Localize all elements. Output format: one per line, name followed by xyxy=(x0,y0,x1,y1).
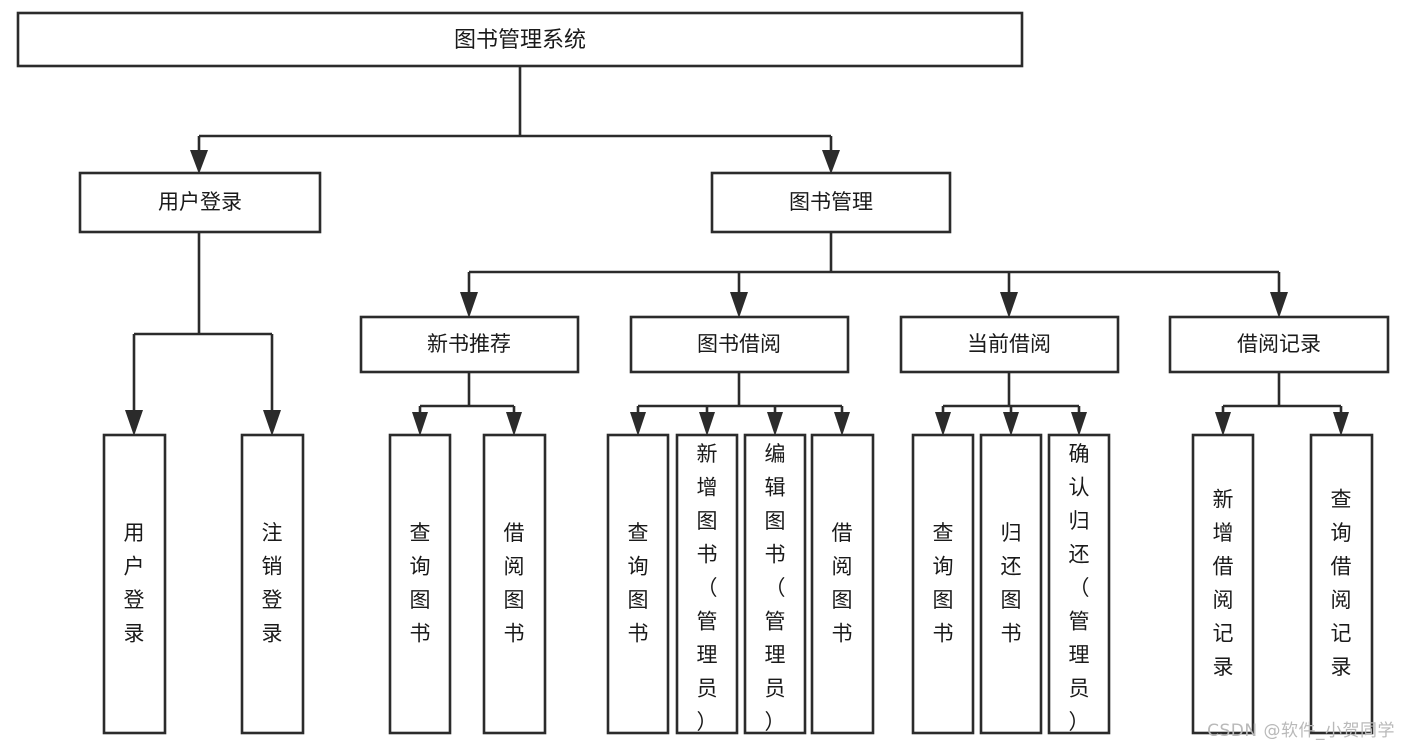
leaf-query-book-2-label: 查询图书 xyxy=(628,521,649,646)
leaf-query-book-2-box[interactable] xyxy=(606,433,670,735)
leaf-add-record[interactable]: 新增借阅记录 xyxy=(1191,433,1255,735)
leaf-add-record-box[interactable] xyxy=(1191,433,1255,735)
arrow-to-leaf-query-book-2 xyxy=(630,412,646,436)
node-borrow-record[interactable]: 借阅记录 xyxy=(1168,315,1390,374)
node-root[interactable]: 图书管理系统 xyxy=(16,11,1024,68)
leaf-query-record-box[interactable] xyxy=(1309,433,1374,735)
node-borrow-record-label: 借阅记录 xyxy=(1237,332,1321,356)
node-new-book-recommend-box[interactable] xyxy=(359,315,580,374)
leaf-query-book-1-label: 查询图书 xyxy=(410,521,431,646)
node-book-manage-box[interactable] xyxy=(710,171,952,234)
leaf-query-book-1-box[interactable] xyxy=(388,433,452,735)
node-current-borrow-box[interactable] xyxy=(899,315,1120,374)
arrow-to-leaf-return-book xyxy=(1003,412,1019,436)
arrow-to-leaf-query-record xyxy=(1333,412,1349,436)
arrow-to-new-book-recommend xyxy=(460,292,478,318)
leaf-query-record-label: 查询借阅记录 xyxy=(1331,487,1352,679)
leaf-user-login[interactable]: 用户登录 xyxy=(102,433,167,735)
leaf-return-book-box[interactable] xyxy=(979,433,1043,735)
arrow-to-leaf-query-book-1 xyxy=(412,412,428,436)
arrow-to-leaf-user-logout xyxy=(263,410,281,436)
arrow-to-borrow-record xyxy=(1270,292,1288,318)
node-user-login[interactable]: 用户登录 xyxy=(78,171,322,234)
arrow-to-book-manage xyxy=(822,150,840,174)
leaf-confirm-return[interactable]: 确认归还（管理员） xyxy=(1047,433,1111,735)
leaf-edit-book-box[interactable] xyxy=(743,433,807,735)
node-book-borrow[interactable]: 图书借阅 xyxy=(629,315,850,374)
leaf-user-login-label: 用户登录 xyxy=(124,521,145,646)
leaf-confirm-return-box[interactable] xyxy=(1047,433,1111,735)
node-book-borrow-box[interactable] xyxy=(629,315,850,374)
leaf-return-book-label: 归还图书 xyxy=(1001,521,1022,646)
leaf-user-logout[interactable]: 注销登录 xyxy=(240,433,305,735)
node-current-borrow[interactable]: 当前借阅 xyxy=(899,315,1120,374)
leaf-add-book[interactable]: 新增图书（管理员） xyxy=(675,433,739,735)
leaf-query-book-3-box[interactable] xyxy=(911,433,975,735)
leaf-user-login-box[interactable] xyxy=(102,433,167,735)
leaf-borrow-book-2-box[interactable] xyxy=(810,433,875,735)
node-root-box[interactable] xyxy=(16,11,1024,68)
leaf-add-book-box[interactable] xyxy=(675,433,739,735)
node-book-manage-label: 图书管理 xyxy=(789,190,873,214)
node-root-label: 图书管理系统 xyxy=(454,28,586,53)
node-new-book-recommend-label: 新书推荐 xyxy=(427,332,511,356)
arrow-to-leaf-borrow-book-2 xyxy=(834,412,850,436)
arrow-to-user-login xyxy=(190,150,208,174)
arrow-to-current-borrow xyxy=(1000,292,1018,318)
leaf-confirm-return-label: 确认归还（管理员） xyxy=(1069,442,1090,734)
leaf-query-book-2[interactable]: 查询图书 xyxy=(606,433,670,735)
arrow-to-leaf-add-record xyxy=(1215,412,1231,436)
leaf-add-record-label: 新增借阅记录 xyxy=(1213,487,1234,679)
leaf-borrow-book-2-label: 借阅图书 xyxy=(832,521,853,646)
node-borrow-record-box[interactable] xyxy=(1168,315,1390,374)
node-new-book-recommend[interactable]: 新书推荐 xyxy=(359,315,580,374)
leaf-query-book-1[interactable]: 查询图书 xyxy=(388,433,452,735)
leaf-borrow-book-1[interactable]: 借阅图书 xyxy=(482,433,547,735)
leaf-query-book-3-label: 查询图书 xyxy=(933,521,954,646)
leaf-query-book-3[interactable]: 查询图书 xyxy=(911,433,975,735)
node-book-borrow-label: 图书借阅 xyxy=(697,332,781,356)
leaf-edit-book-label: 编辑图书（管理员） xyxy=(765,442,786,734)
leaf-borrow-book-2[interactable]: 借阅图书 xyxy=(810,433,875,735)
arrow-to-leaf-user-login xyxy=(125,410,143,436)
leaf-add-book-label: 新增图书（管理员） xyxy=(697,442,718,734)
node-current-borrow-label: 当前借阅 xyxy=(967,332,1051,356)
arrow-to-leaf-query-book-3 xyxy=(935,412,951,436)
arrow-to-book-borrow xyxy=(730,292,748,318)
leaf-query-record[interactable]: 查询借阅记录 xyxy=(1309,433,1374,735)
arrow-to-leaf-confirm-return xyxy=(1071,412,1087,436)
leaf-return-book[interactable]: 归还图书 xyxy=(979,433,1043,735)
connectors xyxy=(125,66,1349,436)
arrow-to-leaf-edit-book xyxy=(767,412,783,436)
node-book-manage[interactable]: 图书管理 xyxy=(710,171,952,234)
arrow-to-leaf-borrow-book-1 xyxy=(506,412,522,436)
leaf-borrow-book-1-label: 借阅图书 xyxy=(504,521,525,646)
node-user-login-box[interactable] xyxy=(78,171,322,234)
leaf-edit-book[interactable]: 编辑图书（管理员） xyxy=(743,433,807,735)
leaf-user-logout-label: 注销登录 xyxy=(262,521,283,646)
arrow-to-leaf-add-book xyxy=(699,412,715,436)
leaf-user-logout-box[interactable] xyxy=(240,433,305,735)
leaf-borrow-book-1-box[interactable] xyxy=(482,433,547,735)
node-user-login-label: 用户登录 xyxy=(158,190,242,214)
